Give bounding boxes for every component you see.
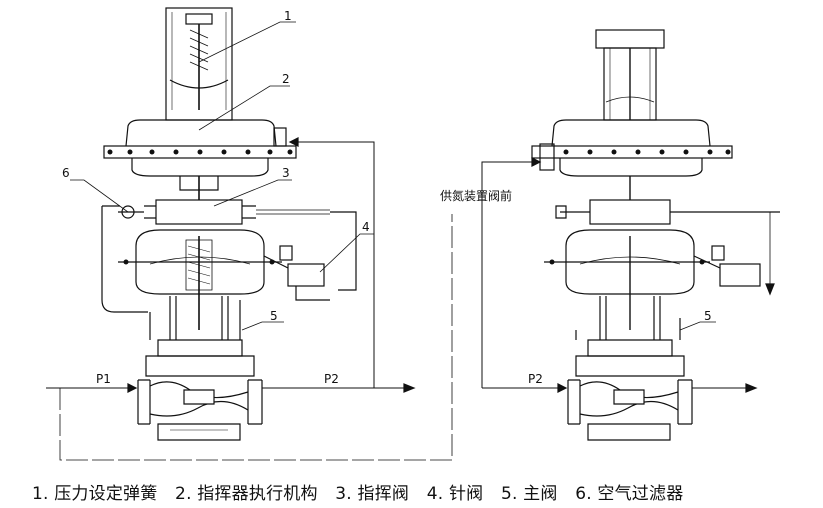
legend-item: 3. 指挥阀 xyxy=(335,484,410,504)
left-valve-assembly xyxy=(46,7,453,461)
actuator-dome xyxy=(125,119,277,147)
right-valve-assembly xyxy=(481,29,780,441)
legend-item: 2. 指挥器执行机构 xyxy=(175,484,318,504)
main-valve xyxy=(137,339,263,441)
callout-5-right: 5 xyxy=(704,309,712,323)
pilot-valve xyxy=(155,199,243,225)
legend-item: 4. 针阀 xyxy=(426,484,484,504)
supply-label: 供氮装置阀前 xyxy=(440,188,512,203)
callout-3: 3 xyxy=(282,166,290,180)
callout-4: 4 xyxy=(362,220,370,234)
needle-valve xyxy=(287,263,325,287)
label-p2-left: P2 xyxy=(324,372,339,386)
legend-caption: 1. 压力设定弹簧 2. 指挥器执行机构 3. 指挥阀 4. 针阀 5. 主阀 … xyxy=(32,479,812,504)
callout-2: 2 xyxy=(282,72,290,86)
callout-6: 6 xyxy=(62,166,70,180)
label-p2-right: P2 xyxy=(528,372,543,386)
label-p1: P1 xyxy=(96,372,111,386)
legend-item: 1. 压力设定弹簧 xyxy=(32,484,158,504)
callout-5-left: 5 xyxy=(270,309,278,323)
legend-item: 6. 空气过滤器 xyxy=(575,484,684,504)
legend-item: 5. 主阀 xyxy=(500,484,558,504)
callout-1: 1 xyxy=(284,9,292,23)
